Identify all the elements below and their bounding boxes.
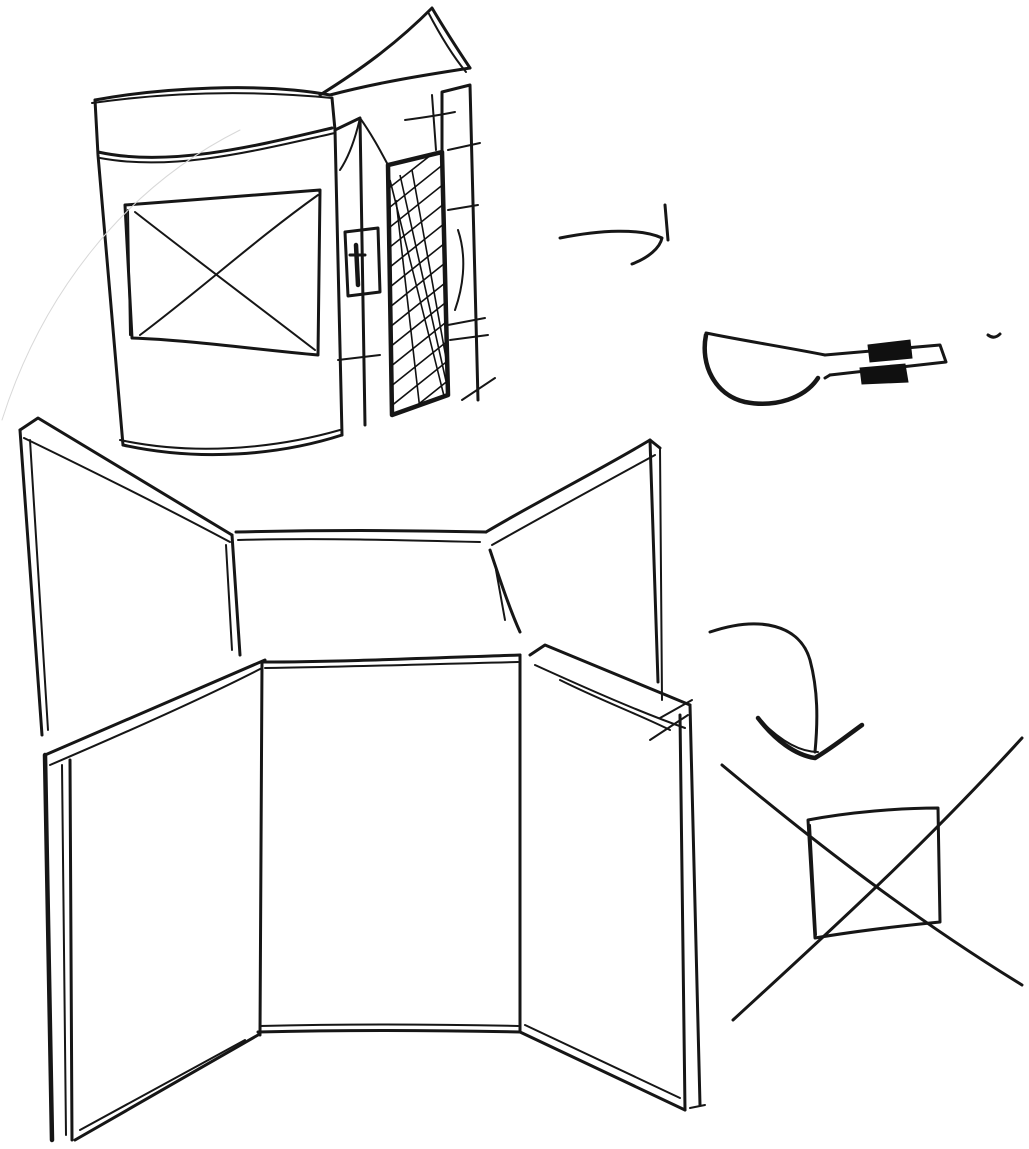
folded-booth-with-door — [92, 8, 495, 455]
key-icon — [705, 333, 1000, 404]
crossed-out-box — [722, 738, 1022, 1020]
arrow-booth-to-key — [560, 205, 668, 264]
trifold-panel-back — [20, 418, 662, 735]
trifold-panel-front — [45, 645, 705, 1140]
arrow-panel-to-crossed-box — [710, 624, 862, 758]
